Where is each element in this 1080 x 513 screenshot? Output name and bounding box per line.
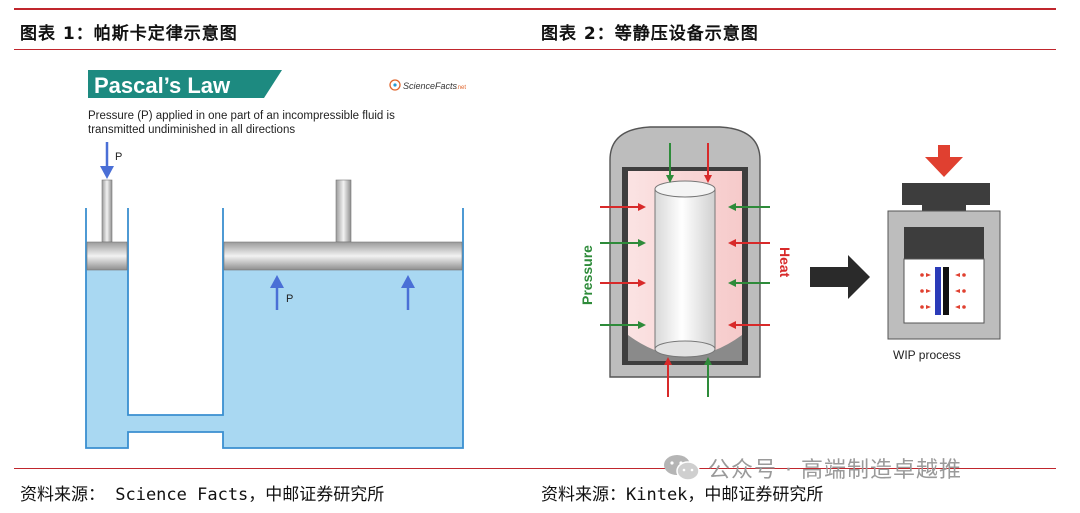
wip-press [887,145,1001,340]
chamber-bottom-arc [628,335,742,361]
description-line1: Pressure (P) applied in one part of an i… [88,110,395,122]
vessel-wall [85,208,464,449]
science-facts-logo: ScienceFacts .net [389,79,466,91]
right-arrows [728,203,770,329]
large-piston [223,241,463,271]
figure1-source: 资料来源： Science Facts，中邮证券研究所 [20,485,385,505]
small-piston [86,241,128,271]
banner-title: Pascal’s Law [94,73,231,98]
isostatic-press-diagram: Pressure Heat WIP process [579,126,1001,397]
figure2-title: 图表 2：等静压设备示意图 [541,24,759,44]
output-force-arrow-left [270,275,284,310]
left-arrows [600,203,646,329]
logo-text: ScienceFacts [403,81,458,91]
small-piston-rod [101,179,113,243]
vessel-inner-wall [127,208,224,416]
output-force-arrow-right [401,275,415,310]
label-heat: Heat [777,247,793,278]
wechat-icon [664,455,700,481]
atom-icon [389,79,401,91]
figure2-source: 资料来源：Kintek，中邮证券研究所 [541,485,824,505]
process-arrow [810,255,870,299]
logo-suffix: .net [456,85,466,91]
label-pressure: Pressure [579,245,595,305]
watermark-text: 公众号 · 高端制造卓越推 [708,458,962,483]
large-piston-rod [335,179,352,243]
bottom-arrows [664,357,712,397]
watermark: 公众号 · 高端制造卓越推 [662,452,962,484]
label-wip: WIP process [893,348,961,362]
fluid-body [86,255,463,448]
label-p-output: P [286,293,293,305]
figure1-title: 图表 1：帕斯卡定律示意图 [20,24,238,44]
force-arrow-icon [925,145,963,177]
pascal-law-diagram: Pascal’s Law ScienceFacts .net Pressure … [85,70,466,449]
label-p-input: P [115,151,122,163]
top-arrows [666,143,712,183]
sample-cylinder [654,180,716,358]
title-rule [14,49,1056,50]
banner-background [88,70,282,98]
input-force-arrow [100,142,114,179]
source-rule [14,468,1056,469]
description-line2: transmitted undiminished in all directio… [88,124,295,136]
top-rule [14,8,1056,10]
